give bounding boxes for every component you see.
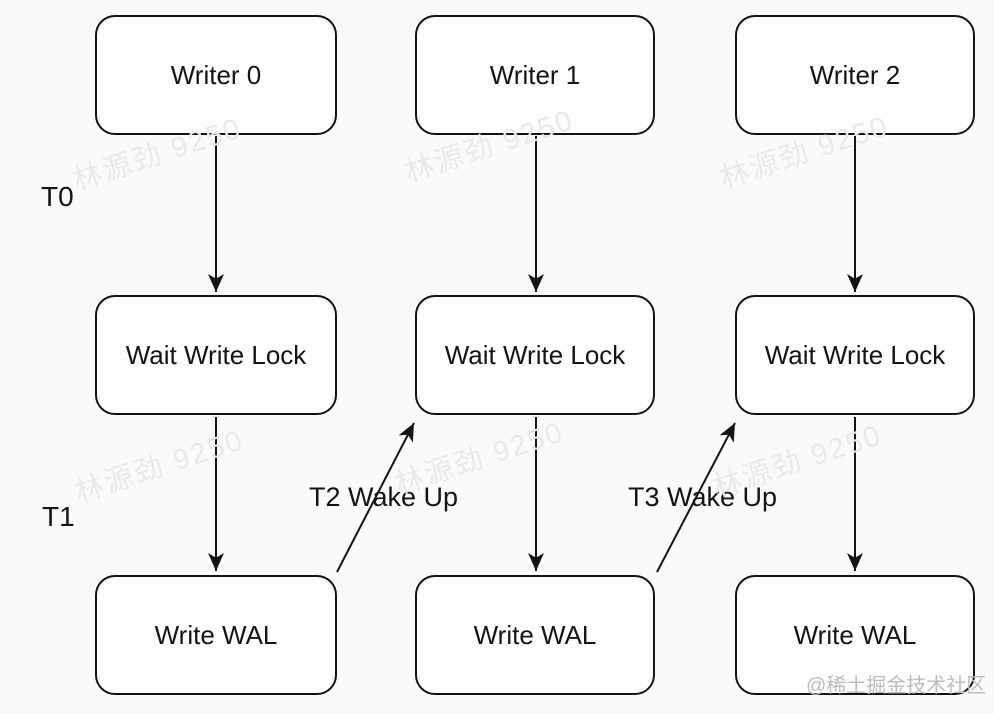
wake-up-label-t3: T3 Wake Up: [628, 482, 778, 512]
write-wal2-label: Write WAL: [793, 619, 917, 650]
wait-write-lock0-label: Wait Write Lock: [125, 339, 307, 370]
writer0-box: Writer 0: [95, 15, 337, 135]
arrow-wal1-wakeup-wait2: [656, 422, 736, 573]
wait-write-lock1-box: Wait Write Lock: [415, 295, 655, 415]
write-wal0-box: Write WAL: [95, 575, 337, 695]
write-wal1-label: Write WAL: [473, 619, 597, 650]
arrow-wal0-wakeup-wait1: [336, 422, 415, 573]
writer1-label: Writer 1: [489, 59, 581, 90]
wait-write-lock2-label: Wait Write Lock: [764, 339, 946, 370]
wait-write-lock1-label: Wait Write Lock: [444, 339, 626, 370]
write-wal1-box: Write WAL: [415, 575, 655, 695]
writer2-box: Writer 2: [735, 15, 975, 135]
writer1-box: Writer 1: [415, 15, 655, 135]
write-wal0-label: Write WAL: [154, 619, 278, 650]
writer2-label: Writer 2: [809, 59, 901, 90]
wake-up-label-t2: T2 Wake Up: [309, 482, 459, 512]
writer0-label: Writer 0: [170, 59, 262, 90]
wait-write-lock2-box: Wait Write Lock: [735, 295, 975, 415]
write-wal2-box: Write WAL: [735, 575, 975, 695]
wait-write-lock0-box: Wait Write Lock: [95, 295, 337, 415]
timeline-label-t0: T0: [41, 181, 74, 212]
timeline-label-t1: T1: [42, 501, 75, 532]
